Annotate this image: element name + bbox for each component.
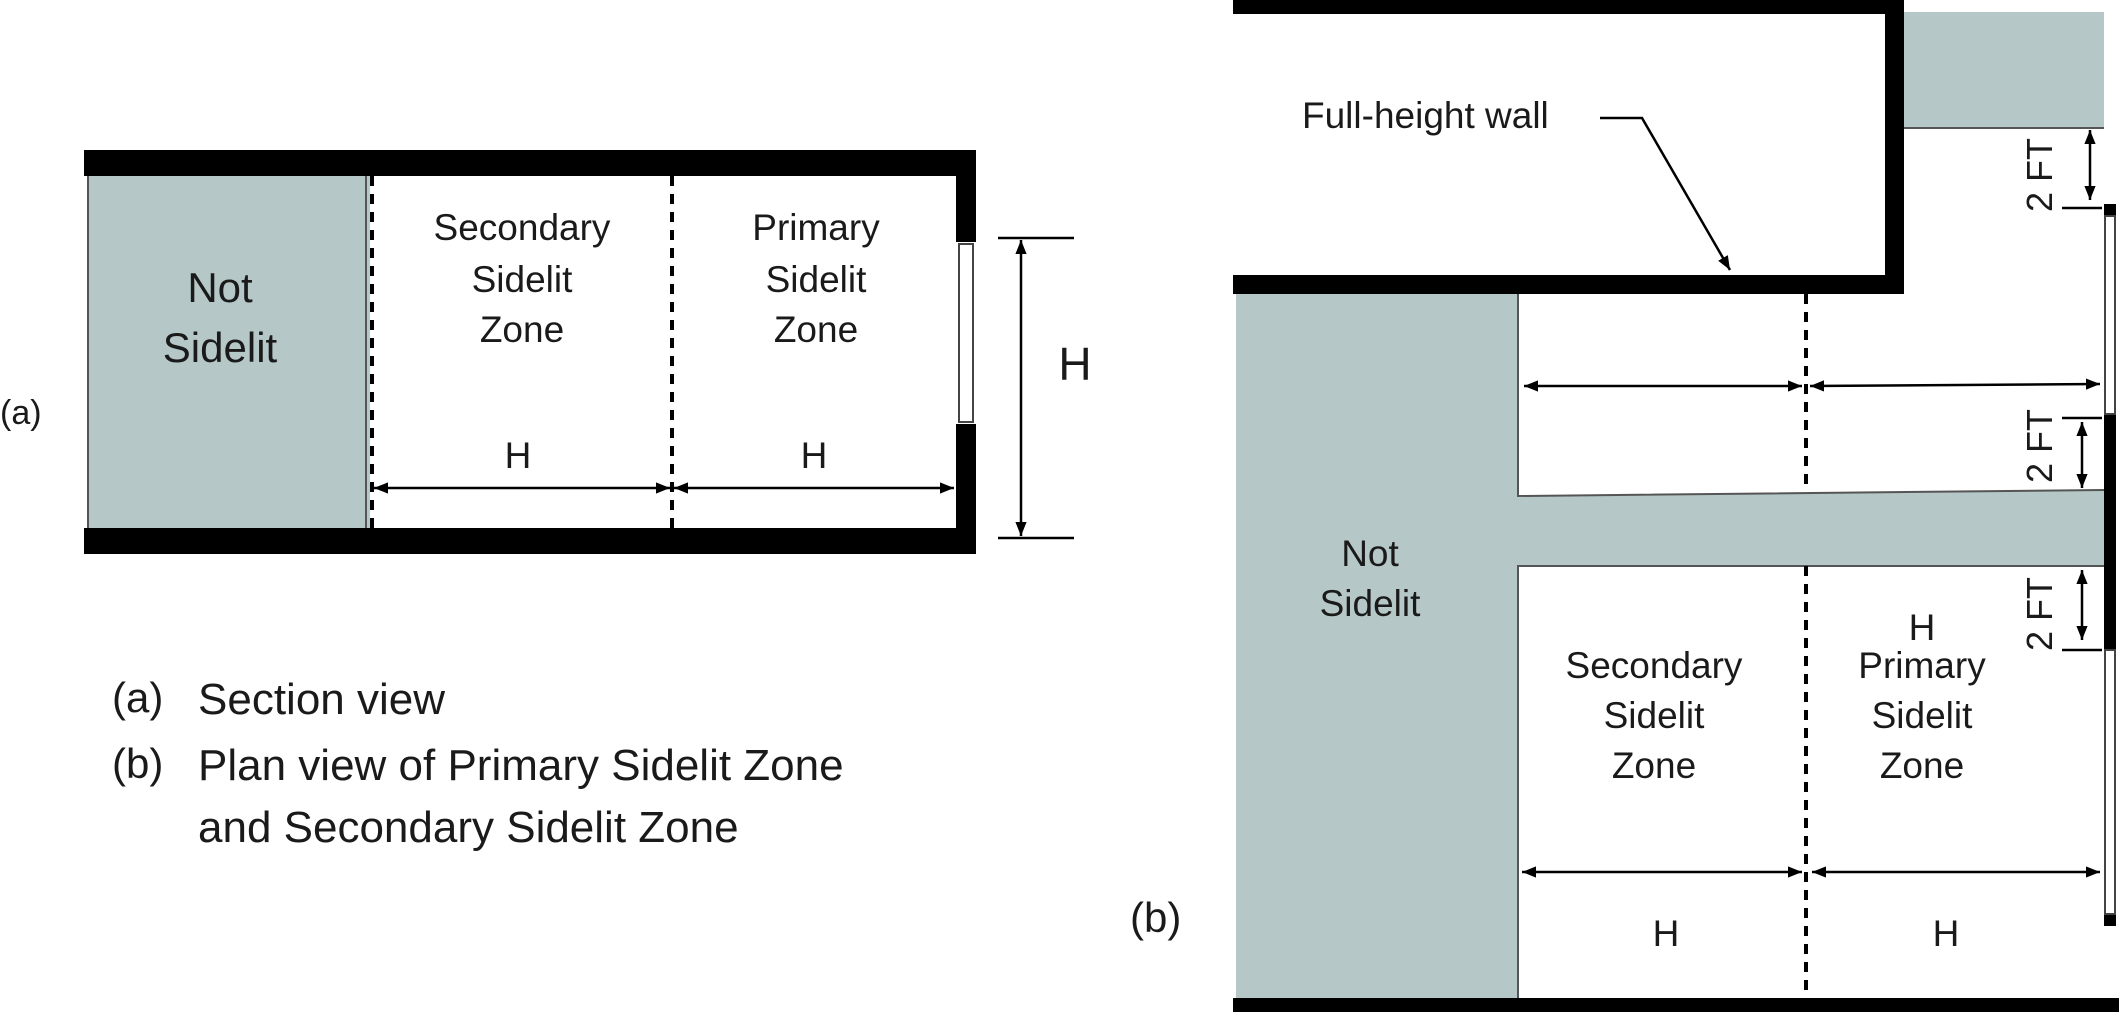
plan-offset-bottom-label: 2 FT [2019, 577, 2060, 651]
plan-not-sidelit-line2: Sidelit [1320, 583, 1421, 624]
plan-secondary-line3: Zone [1612, 745, 1696, 786]
plan-top-shaded-area [1902, 12, 2104, 128]
section-view: (a) Not Sidelit Secondary Sidelit Zone P… [0, 150, 1092, 554]
section-primary-line2: Sidelit [766, 259, 867, 300]
plan-not-sidelit-area [1236, 292, 2104, 1000]
plan-exterior-wall-middle [2104, 414, 2116, 650]
legend-b-text-line2: and Secondary Sidelit Zone [198, 803, 739, 852]
section-window [958, 243, 974, 423]
plan-primary-line1: Primary [1858, 645, 1986, 686]
plan-wall-callout-leader [1600, 116, 1732, 271]
plan-primary-h: H [1933, 913, 1960, 954]
legend-a-key: (a) [112, 674, 163, 721]
plan-secondary-line2: Sidelit [1604, 695, 1705, 736]
legend-b-text-line1: Plan view of Primary Sidelit Zone [198, 741, 844, 790]
plan-upper-primary-dimension [1809, 378, 2101, 392]
plan-secondary-h: H [1653, 913, 1680, 954]
plan-primary-line3: Zone [1880, 745, 1964, 786]
plan-window-upper [2104, 215, 2116, 415]
section-exterior-wall-lower [956, 424, 976, 554]
section-not-sidelit-line2: Sidelit [163, 324, 278, 371]
plan-label: (b) [1130, 894, 1181, 941]
section-primary-h: H [801, 435, 828, 476]
legend-a-text: Section view [198, 675, 445, 724]
plan-primary-top-h: H [1909, 607, 1936, 648]
section-not-sidelit-area [88, 170, 370, 528]
plan-full-height-wall-vertical [1885, 0, 1904, 294]
section-primary-line1: Primary [752, 207, 880, 248]
section-floor-wall [84, 528, 976, 554]
plan-wall-callout: Full-height wall [1302, 95, 1549, 136]
plan-window-lower [2104, 649, 2116, 915]
section-secondary-line2: Sidelit [472, 259, 573, 300]
plan-exterior-wall-bottom [2104, 914, 2116, 926]
section-primary-line3: Zone [774, 309, 858, 350]
section-label: (a) [0, 394, 42, 432]
plan-full-height-wall-horizontal [1233, 275, 1904, 294]
section-secondary-line3: Zone [480, 309, 564, 350]
section-exterior-wall-upper [956, 150, 976, 242]
plan-exterior-wall-top [2104, 204, 2116, 216]
section-secondary-line1: Secondary [434, 207, 611, 248]
plan-shade-edge-lower [1517, 565, 2104, 998]
legend: (a) Section view (b) Plan view of Primar… [112, 674, 844, 852]
legend-b-key: (b) [112, 740, 163, 787]
plan-offset-top-label: 2 FT [2019, 138, 2060, 212]
plan-primary-line2: Sidelit [1872, 695, 1973, 736]
plan-bottom-wall [1233, 998, 2119, 1012]
plan-offset-middle-label: 2 FT [2019, 409, 2060, 483]
section-secondary-h: H [505, 435, 532, 476]
plan-not-sidelit-line1: Not [1341, 533, 1399, 574]
plan-shade-edge [1517, 294, 2105, 498]
section-ceiling-wall [84, 150, 976, 176]
plan-view: (b) Full-height wall Not Sidelit Seconda… [1130, 0, 2119, 1012]
plan-top-wall [1233, 0, 1899, 14]
section-not-sidelit-line1: Not [187, 264, 253, 311]
plan-secondary-line1: Secondary [1566, 645, 1743, 686]
section-height-h: H [1058, 338, 1091, 390]
